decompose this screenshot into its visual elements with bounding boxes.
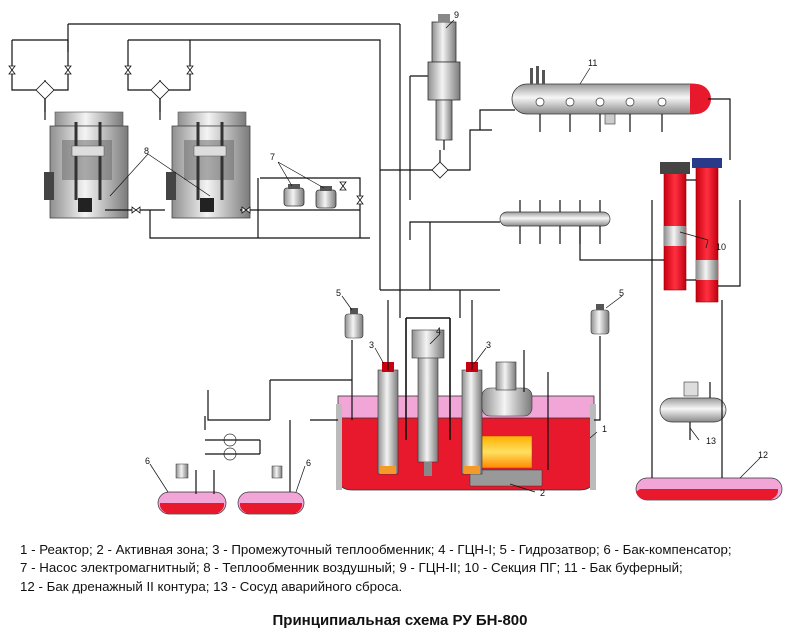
- air-heat-exchanger-right: [166, 111, 251, 219]
- legend-item-8: 8 - Теплообменник воздушный;: [203, 560, 400, 576]
- legend-item-12: 12 - Бак дренажный II контура;: [20, 578, 214, 594]
- legend-item-10: 10 - Секция ПГ;: [464, 560, 564, 576]
- callout-13: 13: [706, 436, 716, 446]
- small-pumps: [195, 433, 261, 494]
- legend: 1 - Реактор; 2 - Активная зона; 3 - Пром…: [20, 541, 790, 596]
- callout-6-left: 6: [145, 456, 150, 466]
- callout-leaders: [109, 19, 761, 493]
- intermediate-heat-exchanger-right: [461, 362, 483, 475]
- em-pump-a: [283, 184, 305, 207]
- callout-7: 7: [270, 152, 275, 162]
- callout-3-left: 3: [369, 340, 374, 350]
- valves-left: [8, 65, 449, 214]
- air-heat-exchanger-left: [44, 111, 129, 219]
- callout-1: 1: [602, 424, 607, 434]
- callout-10: 10: [716, 242, 726, 252]
- legend-item-11: 11 - Бак буферный;: [563, 560, 683, 576]
- air-exchanger-piping: [11, 23, 515, 290]
- callout-4: 4: [436, 326, 441, 336]
- reactor-piping: [204, 289, 601, 494]
- callout-labels: 1 2 3 3 4 5 5 6 6 7 8 9 10 11 12 13: [144, 10, 768, 498]
- callout-2: 2: [540, 488, 545, 498]
- legend-item-4: 4 - ГЦН-I;: [438, 542, 500, 557]
- buffer-tank: [511, 66, 731, 160]
- callout-6-right: 6: [306, 458, 311, 468]
- refuelling-plug: [481, 350, 549, 470]
- scheme-diagram: 1 2 3 3 4 5 5 6 6 7 8 9 10 11 12 13: [8, 10, 783, 515]
- compensator-tank-right: [237, 465, 305, 515]
- emergency-vessel: [659, 381, 727, 440]
- em-pump-b: [315, 186, 337, 209]
- legend-item-13: 13 - Сосуд аварийного сброса.: [213, 578, 403, 594]
- legend-item-5: 5 - Гидрозатвор;: [499, 542, 604, 557]
- callout-12: 12: [758, 450, 768, 460]
- drain-tank: [635, 200, 783, 501]
- steam-generator-sections: [652, 158, 741, 303]
- intermediate-heat-exchanger-left: [377, 362, 399, 475]
- legend-item-9: 9 - ГЦН-II;: [399, 560, 465, 576]
- callout-9: 9: [454, 10, 459, 20]
- callout-3-right: 3: [486, 340, 491, 350]
- callout-5-left: 5: [336, 288, 341, 298]
- legend-item-7: 7 - Насос электромагнитный;: [20, 560, 204, 576]
- callout-8: 8: [144, 146, 149, 156]
- legend-item-3: 3 - Промежуточный теплообменник;: [212, 542, 439, 557]
- callout-11: 11: [588, 58, 597, 68]
- primary-pump: [405, 317, 451, 476]
- callout-5-right: 5: [619, 288, 624, 298]
- compensator-tank-left: [157, 463, 227, 515]
- secondary-pump: [427, 14, 461, 150]
- hydraulic-seal-right: [590, 304, 610, 335]
- legend-item-1: 1 - Реактор;: [20, 542, 97, 557]
- legend-item-2: 2 - Активная зона;: [96, 542, 213, 557]
- hydraulic-seal-left: [344, 308, 364, 339]
- figure-caption: Принципиальная схема РУ БН-800: [272, 612, 528, 629]
- manifold: [499, 200, 652, 261]
- legend-item-6: 6 - Бак-компенсатор;: [603, 542, 732, 557]
